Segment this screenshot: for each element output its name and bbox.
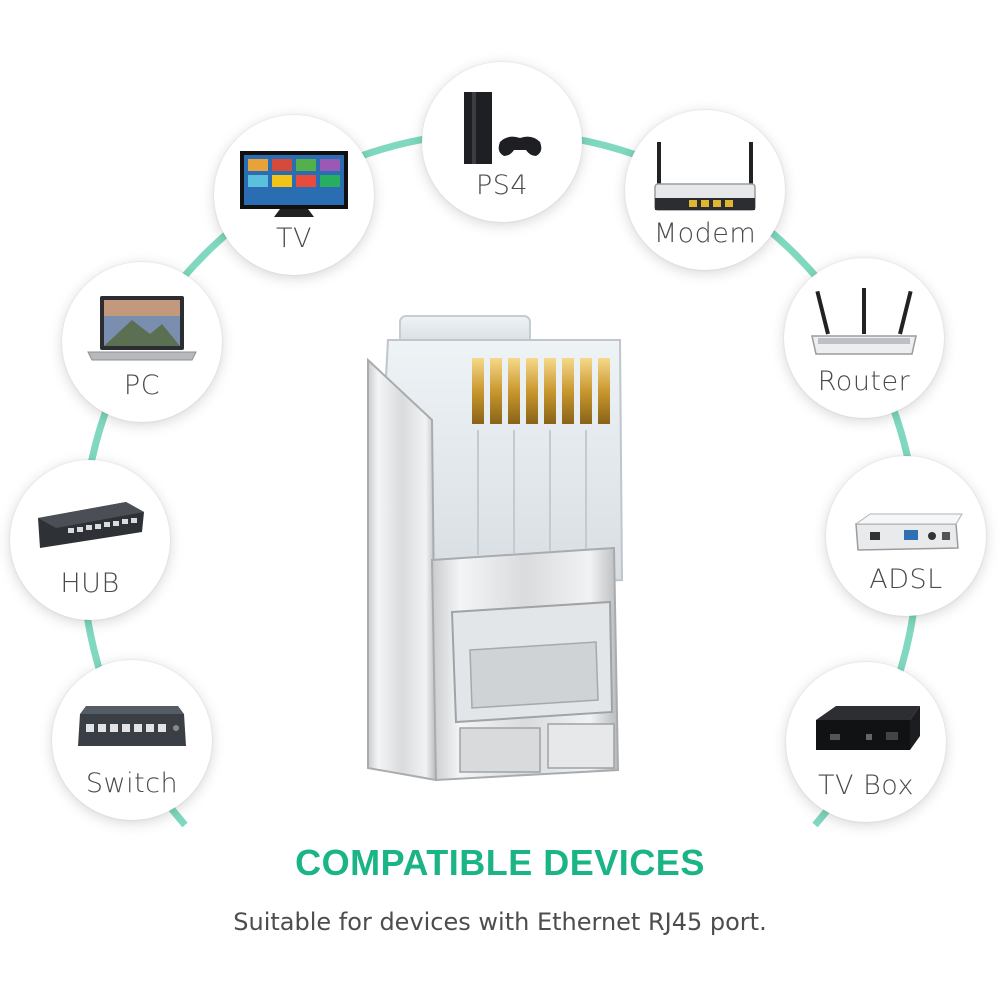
device-tv: TV bbox=[214, 115, 374, 275]
device-label: TV bbox=[276, 223, 312, 254]
device-hub: HUB bbox=[10, 460, 170, 620]
device-adsl: ADSL bbox=[826, 456, 986, 616]
hub-icon bbox=[38, 502, 144, 548]
device-label: PC bbox=[123, 370, 161, 401]
laptop-icon bbox=[87, 296, 197, 361]
device-ps4: PS4 bbox=[422, 62, 582, 222]
tv-box-icon bbox=[816, 706, 920, 750]
headline: COMPATIBLE DEVICES bbox=[295, 842, 705, 883]
device-tvbox: TV Box bbox=[786, 662, 946, 822]
router-icon bbox=[811, 288, 917, 355]
subline: Suitable for devices with Ethernet RJ45 … bbox=[233, 908, 767, 936]
connector-shield-left bbox=[367, 357, 438, 782]
ps4-console-icon bbox=[464, 92, 542, 164]
adsl-box-icon bbox=[854, 513, 963, 551]
device-modem: Modem bbox=[625, 110, 785, 270]
modem-icon bbox=[654, 142, 756, 211]
device-label: Modem bbox=[653, 218, 757, 249]
device-switch: Switch bbox=[52, 660, 212, 820]
device-label: Switch bbox=[85, 768, 179, 799]
device-label: ADSL bbox=[869, 564, 943, 595]
switch-icon bbox=[78, 706, 186, 746]
device-label: Router bbox=[817, 366, 911, 397]
gold-contact-pins bbox=[472, 358, 610, 424]
tv-icon bbox=[240, 151, 348, 217]
device-pc: PC bbox=[62, 262, 222, 422]
device-router: Router bbox=[784, 258, 944, 418]
device-label: HUB bbox=[60, 568, 120, 599]
device-label: TV Box bbox=[818, 770, 914, 801]
device-label: PS4 bbox=[475, 170, 529, 201]
